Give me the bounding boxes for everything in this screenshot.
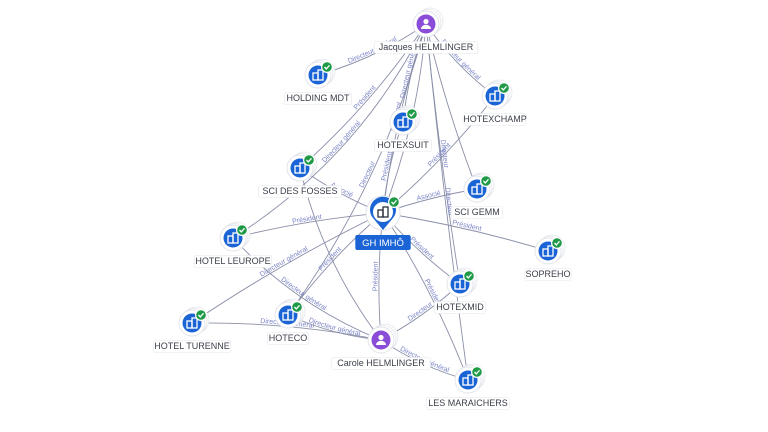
node-label: Carole HELMLINGER (337, 358, 425, 368)
node-label: HOTEXCHAMP (463, 114, 527, 124)
edge-jh-lmar (425, 23, 469, 381)
node-label-bg (152, 340, 232, 353)
verified-check-icon (498, 81, 511, 94)
node-scig[interactable]: SCI GEMM (450, 172, 504, 219)
edge-label-guide (288, 213, 383, 315)
edge-label: Associé (416, 190, 442, 203)
center-label-bg (355, 235, 411, 250)
node-htur[interactable]: HOTEL TURENNE (152, 306, 232, 353)
verified-check-icon (406, 107, 419, 120)
node-label: HOTEL LEUROPE (195, 256, 270, 266)
edge-jh-hoteco (287, 23, 427, 316)
node-label-bg (463, 113, 527, 126)
building-icon (282, 309, 294, 321)
node-scif[interactable]: SCI DES FOSSES (258, 151, 342, 198)
edge-label: Président (292, 214, 323, 226)
nodes-layer: Jacques HELMLINGER HOLDING MDT HOTEXCHAMP H… (152, 7, 572, 410)
node-label-bg (433, 301, 487, 314)
node-hsuit[interactable]: HOTEXSUIT (374, 105, 432, 152)
node-label-bg (331, 357, 431, 370)
edge-label: Président (452, 219, 483, 233)
edge-label: Président (372, 261, 379, 291)
edge-label: Président (353, 84, 378, 111)
verified-check-icon (480, 175, 493, 188)
verified-check-icon (303, 154, 316, 167)
verified-check-icon (471, 366, 484, 379)
building-icon (542, 245, 554, 257)
building-icon (377, 206, 389, 218)
building-icon (471, 183, 483, 195)
node-label-bg (374, 139, 432, 152)
building-icon (294, 162, 306, 174)
node-label: HOTECO (269, 333, 308, 343)
verified-check-icon (463, 270, 476, 283)
edge-label: Président (408, 236, 434, 261)
node-hmdt[interactable]: HOLDING MDT (284, 58, 352, 105)
center-node-gh-imho[interactable]: GH IMHÔ (355, 195, 411, 250)
node-hmid[interactable]: HOTEXMID (433, 267, 487, 314)
edge-ch-gh (378, 212, 384, 341)
node-hoteco[interactable]: HOTECO (267, 298, 309, 345)
edge-label: Directeur (407, 300, 435, 322)
node-heur[interactable]: HOTEL LEUROPE (193, 221, 273, 268)
node-label-bg (450, 206, 504, 219)
edge-label: Directeur (359, 160, 378, 189)
edge-gh-hoteco (287, 212, 384, 316)
edge-ch-heur (232, 237, 382, 341)
building-icon (227, 232, 239, 244)
edge-label: Président (381, 151, 394, 182)
person-icon (421, 18, 431, 29)
node-label: HOTEXMID (436, 302, 484, 312)
building-icon (489, 90, 501, 102)
person-icon (376, 334, 386, 345)
building-icon (462, 374, 474, 386)
node-label: Jacques HELMLINGER (379, 42, 474, 52)
node-label-bg (193, 255, 273, 268)
edge-label: Directeur (443, 187, 453, 217)
node-ch[interactable]: Carole HELMLINGER (331, 323, 431, 370)
node-hchamp[interactable]: HOTEXCHAMP (463, 79, 527, 126)
node-label: SOPREHO (525, 269, 570, 279)
node-label: SCI DES FOSSES (262, 186, 337, 196)
node-label-bg (267, 332, 309, 345)
node-sopreho[interactable]: SOPREHO (524, 234, 572, 281)
building-icon (397, 116, 409, 128)
node-label: HOTEL TURENNE (154, 341, 230, 351)
node-label: HOLDING MDT (287, 93, 351, 103)
building-icon (312, 69, 324, 81)
verified-check-icon (388, 196, 401, 209)
node-label: HOTEXSUIT (377, 140, 429, 150)
node-label-bg (373, 41, 479, 54)
building-icon (454, 278, 466, 290)
verified-check-icon (321, 60, 334, 73)
node-label: SCI GEMM (454, 207, 500, 217)
node-lmar[interactable]: LES MARAICHERS (426, 363, 510, 410)
edge-label: Directeur (439, 139, 450, 169)
edge-gh-htur (191, 212, 384, 324)
verified-check-icon (550, 237, 563, 250)
building-icon (186, 317, 198, 329)
node-label-bg (284, 92, 352, 105)
edge-gh-lmar (382, 212, 469, 381)
verified-check-icon (291, 301, 304, 314)
verified-check-icon (195, 309, 208, 322)
edge-jh-heur (232, 23, 427, 239)
node-label-bg (524, 268, 572, 281)
verified-check-icon (236, 224, 249, 237)
center-label: GH IMHÔ (362, 238, 404, 249)
edge-gh-sopreho (382, 212, 549, 252)
node-jh[interactable]: Jacques HELMLINGER (373, 7, 479, 54)
node-label-bg (258, 185, 342, 198)
node-label-bg (426, 397, 510, 410)
node-label: LES MARAICHERS (428, 398, 508, 408)
